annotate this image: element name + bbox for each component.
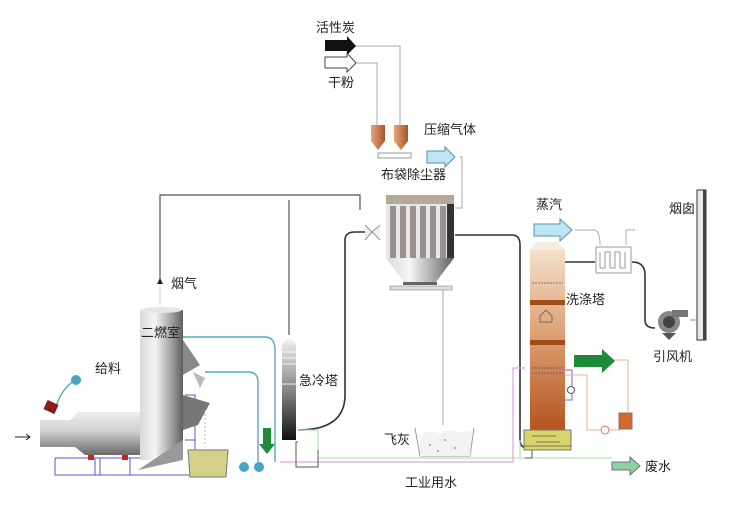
quench-bypass <box>295 441 319 468</box>
drain-line <box>525 448 533 459</box>
secondary-chamber-label: 二燃室 <box>141 325 180 341</box>
recirc-pump <box>600 425 610 435</box>
induced-fan-label: 引风机 <box>653 350 692 365</box>
steam-out-line <box>625 229 635 245</box>
powder-feed-line <box>355 62 378 125</box>
flue-gas-pipe <box>159 194 361 280</box>
steam-label: 蒸汽 <box>536 198 562 213</box>
violet-water-line <box>280 367 525 463</box>
green-down-arrow <box>259 428 275 454</box>
violet-loop <box>565 369 573 401</box>
green-outlet-arrow <box>574 349 615 373</box>
recirc-line-2 <box>612 359 629 412</box>
reheater <box>595 246 632 274</box>
waste-water-arrow <box>611 456 641 476</box>
steam-line <box>575 229 601 246</box>
ash-bucket <box>187 449 229 478</box>
air-line-2 <box>205 371 259 462</box>
pipes <box>54 45 697 476</box>
baghouse-label: 布袋除尘器 <box>381 168 446 183</box>
dry-powder-arrow <box>324 51 357 74</box>
induced-fan <box>658 310 688 340</box>
quench-tower-label: 急冷塔 <box>299 374 338 389</box>
sorbent-hoppers <box>371 125 412 159</box>
flue-gas-label: 烟气 <box>171 276 197 292</box>
feed-label: 给料 <box>95 362 121 377</box>
steam-arrow <box>533 217 573 243</box>
compressed-gas-line <box>455 156 463 209</box>
quench-outlet-pipe <box>297 231 372 431</box>
air-line-1 <box>175 336 276 462</box>
activated-carbon-arrow <box>325 36 356 55</box>
fly-ash-bin <box>414 427 475 457</box>
recirc-tank <box>618 412 633 430</box>
industrial-water-label: 工业用水 <box>405 476 457 491</box>
baghouse <box>364 195 454 291</box>
carbon-feed-line <box>355 45 401 125</box>
chimney <box>696 189 707 341</box>
scrubber-tower <box>523 242 575 451</box>
compressed-gas-label: 压缩气体 <box>424 122 476 138</box>
quench-tower <box>282 339 296 440</box>
compressed-gas-arrow <box>426 145 456 169</box>
reheater-to-fan-pipe <box>631 261 656 329</box>
kiln-support-frame <box>54 394 196 476</box>
chimney-label: 烟囱 <box>669 202 695 217</box>
activated-carbon-label: 活性炭 <box>316 21 355 36</box>
rotary-kiln <box>15 375 145 460</box>
baghouse-outlet-pipe <box>455 234 529 449</box>
blower-1 <box>239 462 249 472</box>
fly-ash-label: 飞灰 <box>384 433 410 448</box>
secondary-combustion-chamber <box>138 278 210 470</box>
blower-2 <box>254 462 264 472</box>
waste-water-label: 废水 <box>645 459 671 475</box>
dry-powder-label: 干粉 <box>328 76 354 91</box>
recirc-line <box>565 374 600 431</box>
scrubber-label: 洗涤塔 <box>566 293 605 308</box>
